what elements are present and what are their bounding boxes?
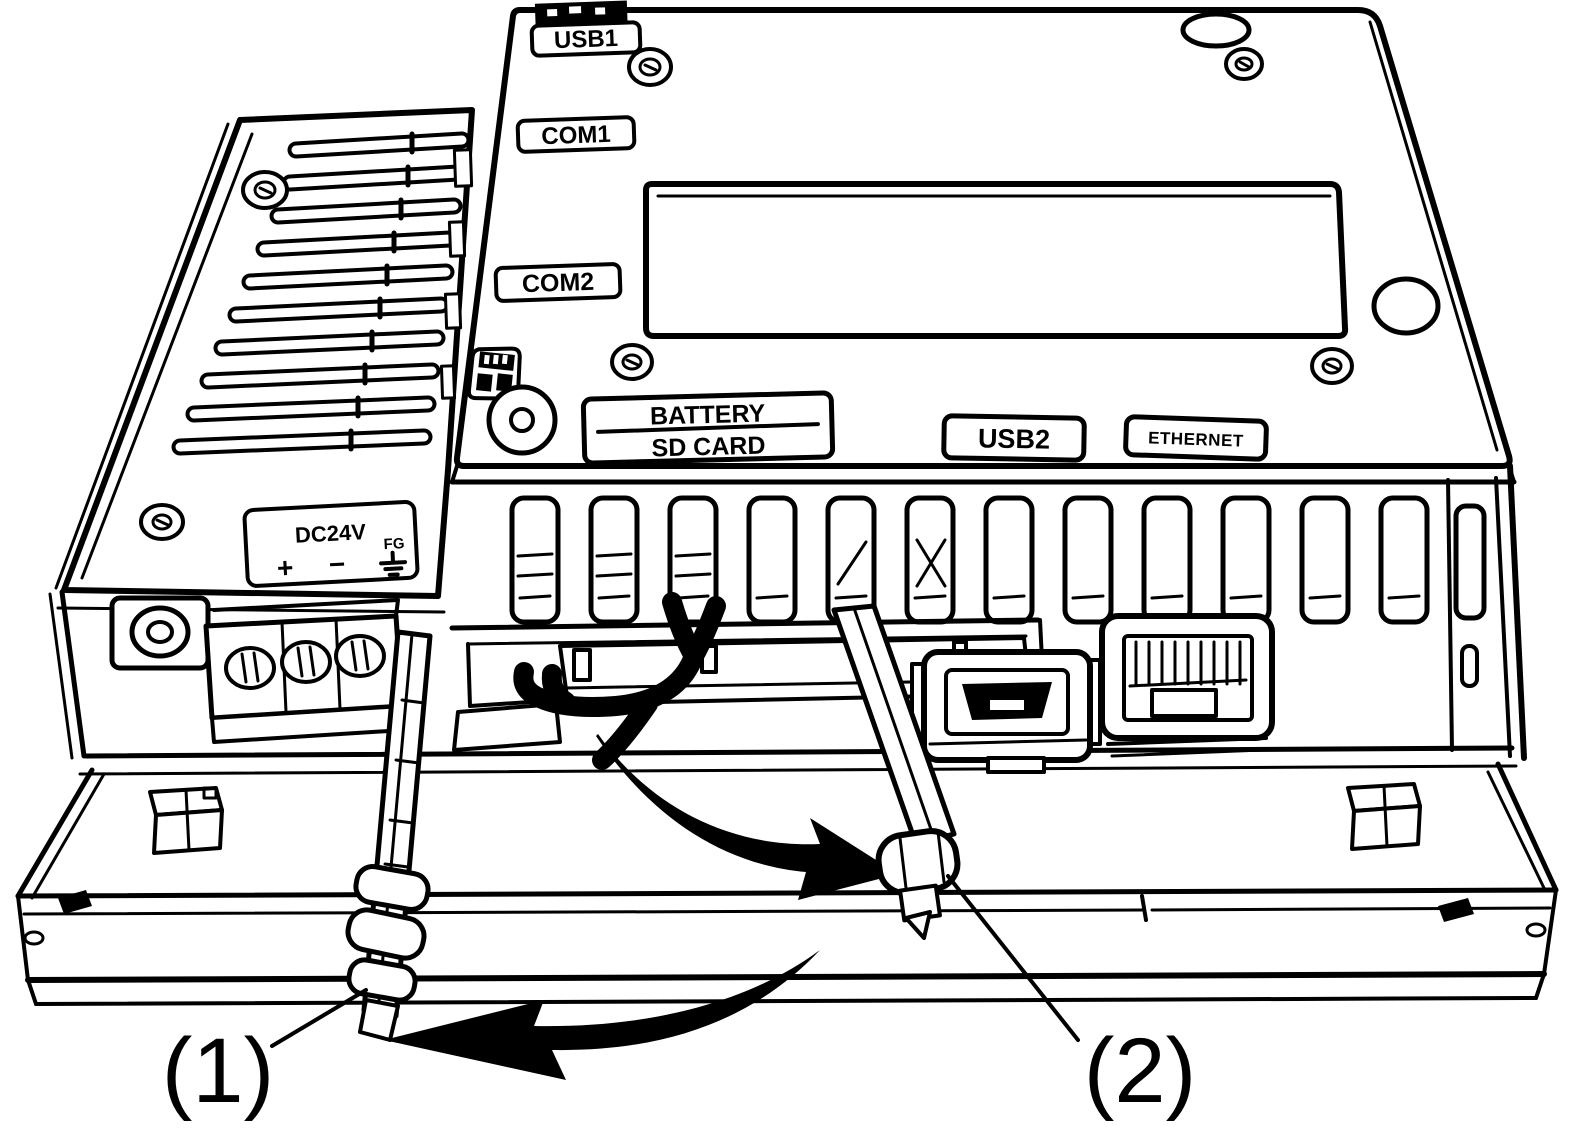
curved-arrow-middle [596, 734, 898, 900]
usb1-label-box: USB1 [529, 20, 643, 58]
callout-2-leader-line [946, 874, 1080, 1042]
bezel-corner-hole [1525, 922, 1547, 938]
power-terminal-block [109, 595, 406, 744]
left-vent-panel: DC24V FG + − [54, 107, 475, 614]
usb2-label: USB2 [978, 423, 1051, 454]
dc24v-label-plate: DC24V FG + − [242, 500, 420, 588]
com1-label-box: COM1 [515, 115, 637, 154]
bezel-corner-hole [23, 930, 45, 946]
usb1-label: USB1 [554, 25, 619, 54]
ethernet-label-box: ETHERNET [1123, 414, 1269, 462]
screw-icon [139, 503, 185, 541]
cable-clamp-strap-2 [831, 603, 961, 940]
corner-clip [58, 890, 92, 914]
minus-terminal-label: − [328, 548, 346, 580]
callout-1: (1) [162, 988, 368, 1122]
side-connector-strip [439, 148, 474, 400]
terminal-screw-icon [334, 634, 386, 678]
front-face [48, 463, 1527, 776]
module-recess [643, 181, 1349, 339]
ethernet-label: ETHERNET [1148, 428, 1244, 450]
side-vent-slots [171, 131, 471, 456]
front-bezel [15, 761, 1559, 1006]
com2-label-box: COM2 [493, 262, 623, 303]
mounting-tab [148, 786, 224, 855]
battery-label: BATTERY [650, 399, 766, 430]
com1-label: COM1 [541, 121, 611, 150]
fg-label: FG [383, 535, 405, 553]
callout-1-label: (1) [162, 1020, 274, 1122]
circular-hole [1180, 11, 1252, 49]
callout-1-leader-line [270, 988, 368, 1048]
body-bottom-band [48, 589, 1518, 776]
screw-icon [241, 170, 289, 210]
screw-icon [610, 343, 654, 381]
mounting-tab [1346, 782, 1422, 851]
curved-arrow-bottom [384, 950, 820, 1080]
battery-sdcard-label-box: BATTERY SD CARD [580, 390, 836, 466]
plus-terminal-label: + [276, 552, 294, 584]
circular-hole [1371, 276, 1441, 336]
screw-icon [1310, 347, 1354, 385]
usb2-label-box: USB2 [941, 413, 1087, 463]
screw-icon [1224, 47, 1264, 81]
corner-clip [1438, 898, 1474, 922]
ethernet-rj45-port [1099, 613, 1275, 758]
partial-label [534, 0, 628, 26]
ground-icon [379, 550, 408, 577]
callout-2: (2) [946, 874, 1196, 1122]
callout-2-label: (2) [1084, 1020, 1196, 1122]
sd-card-label: SD CARD [651, 432, 766, 463]
terminal-screw-icon [224, 646, 276, 690]
usb-cable [513, 592, 726, 770]
battery-cover-circle [486, 384, 558, 456]
com2-label: COM2 [521, 268, 594, 299]
terminal-screw-icon [280, 640, 332, 684]
usb2-port-connector [910, 649, 1102, 774]
dc24v-label: DC24V [294, 519, 366, 548]
screw-icon [627, 47, 673, 87]
rear-cover-top-face: USB1 COM1 COM2 BATTERY SD CARD USB2 ETHE… [449, 0, 1517, 485]
